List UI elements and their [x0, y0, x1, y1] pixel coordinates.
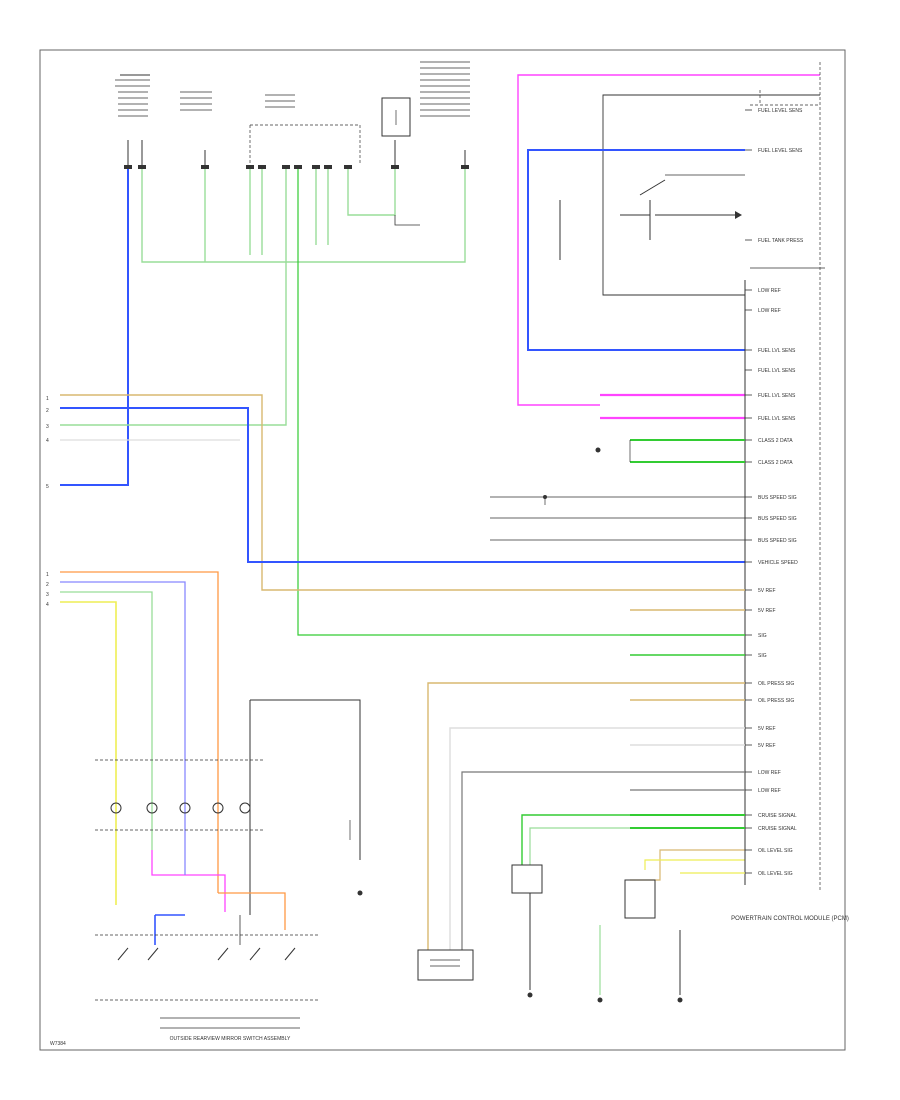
blue-wire-fuel-level: [527, 149, 745, 351]
right-connector-stack: [744, 62, 825, 890]
blue-wire-vehicle-speed: [60, 407, 745, 563]
svg-text:1: 1: [46, 396, 49, 402]
top-left-wires: [60, 169, 630, 636]
svg-text:4: 4: [46, 438, 49, 444]
pcm-pin-label: BUS SPEED SIG: [758, 516, 797, 522]
svg-text:3: 3: [46, 592, 49, 598]
svg-text:2: 2: [46, 582, 49, 588]
pcm-pin-labels: FUEL LEVEL SENS FUEL LEVEL SENS FUEL TANK …: [745, 108, 804, 877]
pcm-pin-label: SIG: [758, 653, 767, 659]
pcm-pin-label: FUEL LVL SENS: [758, 416, 796, 422]
pcm-pin-label: FUEL TANK PRESS: [758, 238, 804, 244]
pcm-pin-label: FUEL LVL SENS: [758, 368, 796, 374]
footer-code: W7384: [50, 1041, 66, 1047]
pcm-pin-label: VEHICLE SPEED: [758, 560, 798, 566]
mirror-module-box: [250, 699, 361, 760]
pcm-pin-label: 5V REF: [758, 743, 776, 749]
green-wire-cruise: [521, 814, 630, 865]
diagram-frame: [39, 49, 846, 1051]
green-wire-to-left-410: [60, 169, 287, 426]
green-wire-mirror: [60, 591, 153, 850]
mirror-switch-area: OUTSIDE REARVIEW MIRROR SWITCH ASSEMBLY: [95, 699, 363, 1042]
left-side-wires: 1 2 3 4 5 1 2 3 4: [46, 394, 745, 905]
fuel-level-sensor: [559, 174, 745, 260]
pcm-pin-label: 5V REF: [758, 726, 776, 732]
ground-point-mirror: [357, 890, 363, 896]
orange-wire-mirror: [60, 571, 219, 893]
oil-pressure-sensor: [417, 949, 474, 981]
pcm-pin-label: LOW REF: [758, 288, 781, 294]
top-right-components: [490, 62, 825, 890]
lower-group-label: OUTSIDE REARVIEW MIRROR SWITCH ASSEMBLY: [170, 1036, 291, 1042]
cruise-switch: [511, 864, 543, 894]
sensor-label-2: [180, 91, 212, 111]
gray-wire-low-ref: [461, 771, 630, 950]
svg-text:2: 2: [46, 408, 49, 414]
pcm-pin-label: 5V REF: [758, 588, 776, 594]
pcm-pin-label: CLASS 2 DATA: [758, 460, 793, 466]
pcm-pin-label: BUS SPEED SIG: [758, 538, 797, 544]
tan-wire-oil-press: [427, 682, 630, 950]
relay-splice: [394, 215, 420, 226]
pcm-pin-label: FUEL LEVEL SENS: [758, 108, 803, 114]
green-wire-to-pcm-signal: [297, 169, 630, 636]
middle-bottom-components: [417, 682, 745, 1003]
svg-text:4: 4: [46, 602, 49, 608]
gray-wire-5v: [449, 727, 630, 950]
svg-text:1: 1: [46, 572, 49, 578]
green-wire-relay-loop: [347, 169, 396, 216]
pink-wire-mirror: [151, 850, 226, 912]
pcm-pin-label: 5V REF: [758, 608, 776, 614]
connector-block-top: [249, 94, 361, 165]
pcm-pin-label: FUEL LVL SENS: [758, 348, 796, 354]
pcm-module-label: POWERTRAIN CONTROL MODULE (PCM): [731, 916, 849, 922]
pcm-pin-label: FUEL LVL SENS: [758, 393, 796, 399]
yellow-wire-mirror: [60, 601, 117, 905]
top-left-components: [115, 61, 470, 169]
sensor-label-1: [115, 74, 150, 117]
pcm-pin-label: LOW REF: [758, 770, 781, 776]
pcm-pin-label: BUS SPEED SIG: [758, 495, 797, 501]
pcm-pin-label: FUEL LEVEL SENS: [758, 148, 803, 154]
pcm-pin-label: OIL LEVEL SIG: [758, 848, 793, 854]
pcm-pin-label: SIG: [758, 633, 767, 639]
connector-row-top: [124, 165, 469, 169]
black-wire-fuel-level: [602, 94, 820, 296]
pink-wire-fuel-tank: [517, 74, 820, 406]
green-wire-ground-bus: [141, 169, 466, 263]
pcm-pin-label: OIL PRESS SIG: [758, 698, 794, 704]
sensor-label-3: [420, 61, 470, 117]
pcm-pin-label: CLASS 2 DATA: [758, 438, 793, 444]
tan-wire-5v-ref: [60, 394, 630, 591]
pcm-pin-label: CRUISE SIGNAL: [758, 826, 797, 832]
pcm-pin-label: OIL PRESS SIG: [758, 681, 794, 687]
tan-wire-oil-level: [630, 849, 745, 881]
pcm-pin-label: CRUISE SIGNAL: [758, 813, 797, 819]
purple-wire-mirror: [60, 581, 186, 850]
pcm-pin-label: OIL LEVEL SIG: [758, 871, 793, 877]
svg-text:3: 3: [46, 424, 49, 430]
relay-box-top: [381, 97, 411, 137]
pcm-pin-label: LOW REF: [758, 308, 781, 314]
blue-wire-sensor-1: [60, 169, 129, 486]
oil-level-switch: [624, 879, 656, 919]
svg-text:5: 5: [46, 484, 49, 490]
pcm-pin-label: LOW REF: [758, 788, 781, 794]
switch-circles: [110, 802, 251, 814]
